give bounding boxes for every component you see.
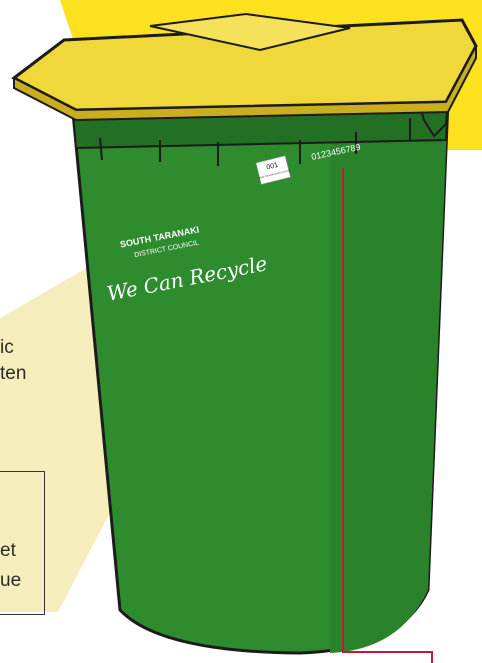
cropped-text-2: ten bbox=[0, 364, 26, 383]
cropped-text-4: ue bbox=[0, 571, 21, 590]
cropped-text-3: et bbox=[0, 541, 16, 560]
cropped-text-1: ic bbox=[0, 338, 14, 357]
